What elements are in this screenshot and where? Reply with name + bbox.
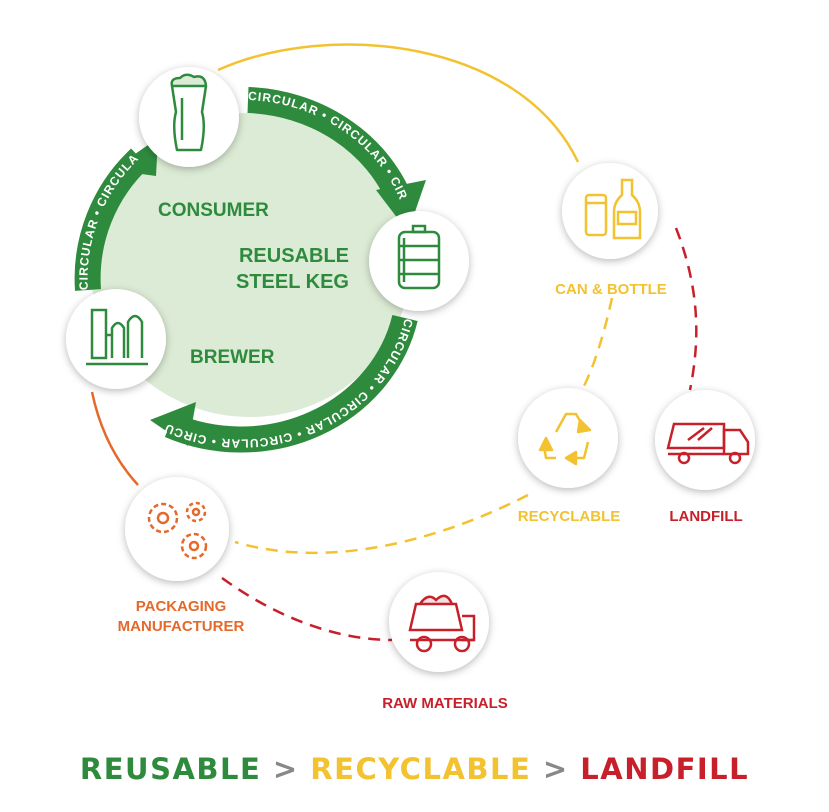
packaging-label-line2: MANUFACTURER xyxy=(118,618,245,635)
garbage-truck-icon xyxy=(666,422,750,465)
packaging-node xyxy=(125,477,229,581)
keg-label-line2: STEEL KEG xyxy=(236,271,349,293)
dump-truck-icon xyxy=(408,594,476,653)
can-bottle-node xyxy=(562,163,658,259)
packaging-to-raw-line xyxy=(221,576,393,642)
recyclable-label: RECYCLABLE xyxy=(518,508,621,525)
brewer-node xyxy=(66,289,166,389)
footer-separator: > xyxy=(531,752,581,786)
keg-icon xyxy=(397,224,441,290)
recyclable-to-packaging-line xyxy=(234,493,529,555)
footer-recyclable: RECYCLABLE xyxy=(310,752,532,786)
landfill-node xyxy=(655,390,755,490)
brewery-tanks-icon xyxy=(86,308,148,366)
footer-separator: > xyxy=(261,752,311,786)
gears-icon xyxy=(147,501,208,560)
brewer-label: BREWER xyxy=(190,347,275,368)
raw-materials-label: RAW MATERIALS xyxy=(382,695,508,712)
recyclable-node xyxy=(518,388,618,488)
footer-reusable: REUSABLE xyxy=(79,752,262,786)
brewer-to-packaging-line xyxy=(90,391,139,486)
keg-node xyxy=(369,211,469,311)
consumer-node xyxy=(139,67,239,167)
consumer-label: CONSUMER xyxy=(158,200,269,221)
can-bottle-label: CAN & BOTTLE xyxy=(555,281,667,298)
landfill-label: LANDFILL xyxy=(669,508,742,525)
recycle-icon xyxy=(538,412,592,466)
can-to-recyclable-line xyxy=(580,297,614,391)
can-and-bottle-icon xyxy=(584,178,642,240)
beer-glass-icon xyxy=(170,73,208,152)
raw-materials-node xyxy=(389,572,489,672)
can-to-landfill-line xyxy=(674,227,698,391)
packaging-label-line1: PACKAGING xyxy=(136,598,227,615)
consumer-to-can-line xyxy=(217,43,580,163)
hierarchy-footer: REUSABLE > RECYCLABLE > LANDFILL xyxy=(0,752,829,786)
footer-landfill: LANDFILL xyxy=(580,752,750,786)
circular-zone xyxy=(90,113,410,417)
keg-label-line1: REUSABLE xyxy=(239,245,349,267)
